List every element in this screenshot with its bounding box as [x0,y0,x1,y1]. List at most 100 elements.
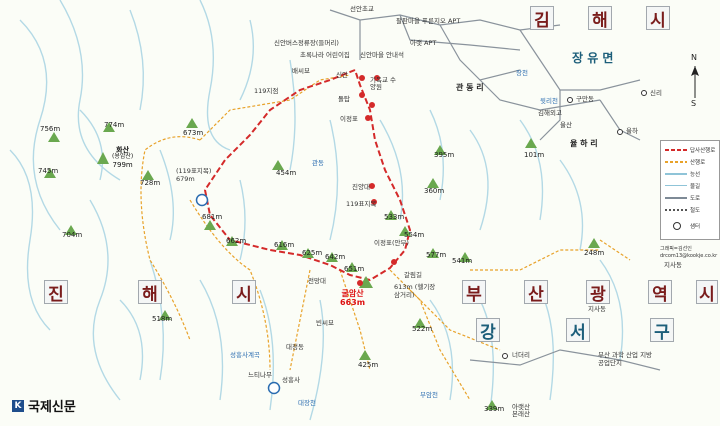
district-char: 강 [476,318,500,343]
legend-row: 도로 [665,193,717,203]
peak-label: 360m [424,187,445,195]
poi-label: 대정동 [286,343,304,351]
poi-label: 신안마을 안내석 [360,51,404,59]
newspaper-logo: K 국제신문 [12,396,76,415]
peak-label: 518m [152,315,173,323]
poi-label: 진양대 [352,183,370,191]
peak-label: 339m [484,405,505,413]
peak-label: 756m [40,125,61,133]
poi-label: 선안초교 [350,5,374,13]
district-char: 김 [530,6,554,31]
poi-label: 관동 [312,159,324,167]
legend-row: 철도 [665,205,717,215]
poi-label: 관 동 리 [456,83,484,92]
district-char: 서 [566,318,590,343]
district-char: 진 [44,280,68,305]
compass-south: S [691,99,697,108]
poi-label: 초록나라 어린이집 [300,51,350,59]
poi-label: 성흥사 [282,376,300,384]
poi-label: 대장천 [298,399,316,407]
peak-label: 522m [412,325,433,333]
summit-elevation: 663m [340,297,366,307]
district-char: 부 [462,280,486,305]
peak-label: 651m [344,265,365,273]
poi-label: 아랫산 본래산 [512,403,530,419]
credit: 그래픽=김선인 drcom13@kookje.co.kr [660,246,718,259]
district-char: 산 [524,280,548,305]
poi-label: 장천 [516,69,528,77]
peak-label: 625m [302,249,323,257]
peak-label: 642m [325,253,346,261]
summit-elevation: 799m [112,160,133,169]
district-char: 광 [586,280,610,305]
peak-label: 616m [274,241,295,249]
legend-row: 능선 [665,169,717,179]
district-char: 구 [650,318,674,343]
peak-label: 577m [426,251,447,259]
district-char: 역 [648,280,672,305]
poi-label: 신안 [336,71,348,79]
peak-label: 101m [524,151,545,159]
poi-label: 전망대 [308,277,326,285]
poi-label: 율하 [626,127,638,135]
poi-label: 신리 [650,89,662,97]
poi-label: 119지점 [254,87,279,95]
summit-name: 굴암산 [341,289,364,298]
poi-label: 율산 [560,121,572,129]
poi-label: 부암천 [420,391,438,399]
poi-label: 너더리 [512,351,530,359]
peak-label: 454m [276,169,297,177]
peak-label: 704m [62,231,83,239]
poi-label: 지사동 [664,261,682,269]
summit-hwasan: 화산 (용암산) 799m [112,146,133,169]
summit-gulamsan: 굴암산 663m [340,289,366,308]
logo-icon: K [12,399,24,412]
legend-row: 샘터 [665,221,717,231]
poi-label: 느티나무 [248,371,272,379]
district-char: 해 [138,280,162,305]
peak-label: 541m [452,257,473,265]
peak-label: 554m [404,231,425,239]
poi-label: 구만동 [576,95,594,103]
logo-name: 국제신문 [28,400,76,415]
peak-label: 673m [183,129,204,137]
poi-label: 기독교 수양원 [370,76,396,91]
summit-name: 화산 [116,146,130,154]
compass-icon: N S [684,54,706,110]
peak-label: 395m [434,151,455,159]
legend-row: 산행로 [665,157,717,167]
poi-label: 613m (헬기장 삼거리) [394,283,436,299]
district-char: 시 [646,6,670,31]
poi-label: 팔판마을 푸른지오 APT [396,17,461,25]
poi-label: 배씨묘 [292,67,310,75]
town-label: 장 유 면 [572,51,614,65]
legend-row: 답사산행로 [665,145,717,155]
peak-label: 681m [202,213,223,221]
peak-label: 425m [358,361,379,369]
poi-label: 율 하 리 [570,139,598,148]
district-char: 해 [588,6,612,31]
poi-label: 이정표(안부) [374,239,409,247]
poi-label: 윗리천 [540,97,558,105]
summit-alias: (용암산) [112,153,134,161]
peak-label: 533m [384,213,405,221]
poi-label: 이정표 [340,115,358,123]
poi-label: 갈림길 [404,271,422,279]
poi-label: 김해외고 [538,109,562,117]
poi-label: 아랫 APT [410,39,437,47]
peak-label: 728m [140,179,161,187]
district-char: 시 [696,280,718,305]
peak-label: 774m [104,121,125,129]
poi-label: 성흥사계곡 [230,351,260,359]
poi-label: 돌탑 [338,95,350,103]
peak-markers [44,118,600,410]
poi-label: (119표지목) 679m [176,167,212,183]
poi-label: 지사동 [588,305,606,313]
peak-label: 662m [226,237,247,245]
poi-dots [357,75,397,286]
surveyed-trail [203,69,412,282]
legend-row: 물길 [665,181,717,191]
poi-label: 부산 과학 산업 지방공업단지 [598,351,653,367]
